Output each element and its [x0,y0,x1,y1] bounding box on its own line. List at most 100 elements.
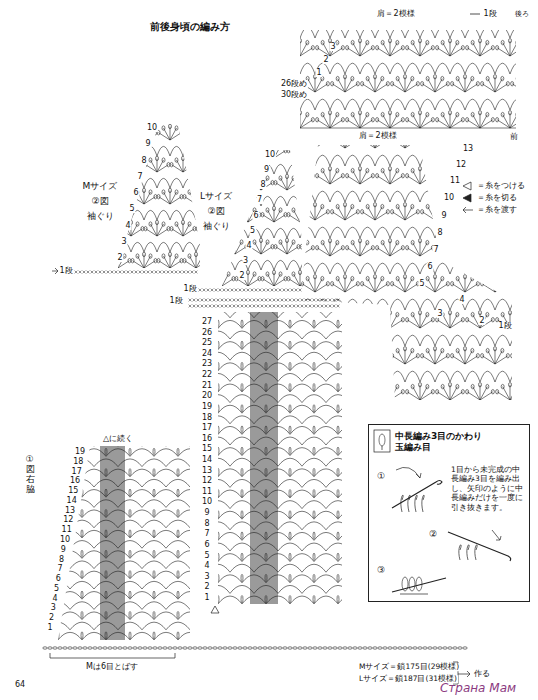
chain-arch [345,335,360,346]
fan-stitch [435,356,448,364]
fan-stitch [261,247,272,254]
chain-arch [345,119,360,130]
fan-stitch [202,242,209,254]
puff-stitch [97,254,100,258]
fan-stitch [527,48,538,56]
puff-stitch [235,212,238,216]
puff-stitch [336,148,339,152]
puff-stitch [154,194,157,198]
chain-arch [300,155,315,166]
fan-stitch [92,256,99,268]
fan-stitch [278,7,285,20]
fan-stitch [326,279,337,286]
puff-stitch [323,244,326,248]
fan-stitch [527,176,538,184]
single-crochet [219,289,222,292]
fan-stitch [435,133,436,148]
puff-stitch [261,276,264,280]
puff-stitch [464,2,467,6]
chart-region [183,132,339,286]
puff-stitch [162,126,165,130]
puff-stitch [531,204,534,208]
puff-stitch [501,348,504,352]
puff-stitch [366,4,369,8]
puff-stitch [299,270,302,274]
fan-stitch [326,274,333,286]
puff-stitch [366,240,369,244]
chain-arch [300,260,313,270]
puff-stitch [141,226,144,230]
single-crochet [119,271,122,274]
fan-stitch [480,120,493,128]
fan-stitch [144,261,155,268]
puff-stitch [316,46,319,50]
chain-arch [345,155,360,166]
puff-stitch [501,384,504,388]
fan-stitch [495,135,502,148]
fan-stitch [196,272,197,286]
chain-arch [405,299,420,310]
chain-arch [287,196,300,206]
chain-arch [274,260,287,270]
puff-stitch [253,176,256,180]
fan-stitch [300,215,311,222]
puff-stitch [344,203,347,207]
puff-stitch [426,112,429,116]
fan-stitch [131,165,142,172]
puff-stitch [404,347,407,351]
fan-stitch [480,243,487,256]
fan-stitch [285,284,298,292]
fan-stitch [420,176,433,184]
fan-stitch [360,315,367,328]
puff-stitch [175,158,178,162]
puff-stitch [149,158,152,162]
fan-stitch [465,84,478,92]
puff-stitch [381,312,384,316]
chain-arch [315,299,330,310]
puff-stitch [256,118,259,122]
puff-stitch [421,210,424,214]
puff-stitch [511,354,514,358]
fan-stitch [185,133,196,140]
puff-stitch [406,118,409,122]
puff-stitch [434,2,437,6]
puff-stitch [279,240,282,244]
chain-arch [196,114,209,124]
puff-stitch [273,270,276,274]
fan-stitch [319,210,326,222]
puff-stitch [381,204,384,208]
puff-stitch [175,126,178,130]
puff-stitch [195,188,198,192]
fan-stitch [107,133,118,140]
chain-arch [375,99,390,110]
fan-stitch [533,171,538,184]
chain-arch [510,155,525,166]
puff-stitch [396,276,399,280]
chain-arch [326,260,339,270]
chain-arch [525,299,538,310]
fan-stitch [512,356,525,364]
fan-stitch [510,241,511,256]
fan-stitch [196,279,207,286]
fan-stitch [332,12,345,20]
fan-stitch [196,151,207,158]
fan-stitch [287,120,300,128]
puff-stitch [421,10,424,14]
fan-stitch [235,183,246,190]
puff-stitch [351,112,354,116]
puff-stitch [396,112,399,116]
chain-arch [157,114,170,124]
puff-stitch [366,168,369,172]
chain-arch [420,119,435,130]
puff-stitch [287,212,290,216]
puff-stitch [404,203,407,207]
puff-stitch [466,246,469,250]
chain-arch [435,299,450,310]
fan-stitch [313,240,314,254]
fan-stitch [98,224,105,236]
puff-stitch [306,132,309,136]
single-crochet [155,271,158,274]
puff-stitch [501,40,504,44]
chain-arch [131,146,144,156]
chain-arch [285,27,300,38]
